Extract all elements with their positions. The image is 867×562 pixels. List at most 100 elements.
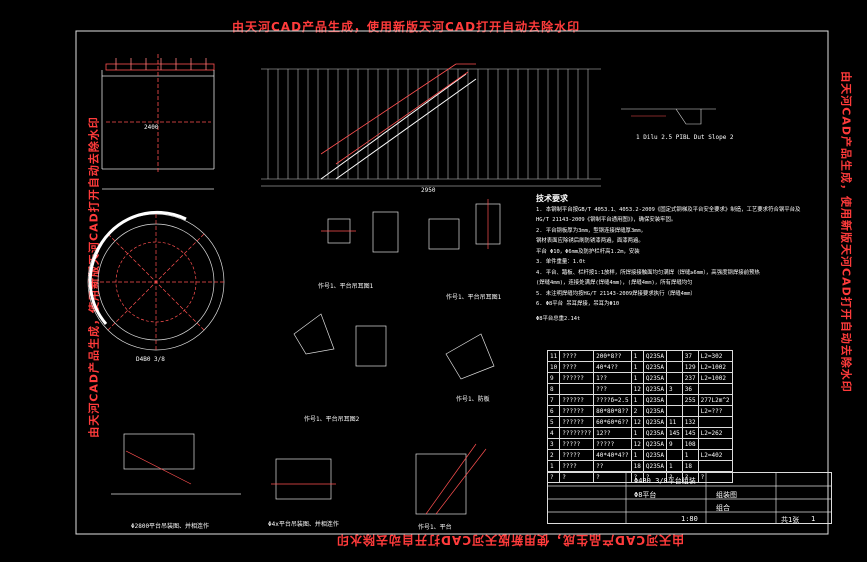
bom-cell bbox=[697, 438, 733, 450]
bom-cell: 108 bbox=[681, 438, 699, 450]
bom-cell bbox=[665, 361, 683, 373]
railing-front-view bbox=[101, 54, 215, 190]
bom-cell: 9 bbox=[546, 372, 561, 384]
bom-cell: 1 bbox=[630, 350, 644, 362]
bom-cell bbox=[559, 383, 595, 395]
tech-line: HG/T 21143-2009《钢制平台通用图》》，确保安装牢固。 bbox=[536, 217, 677, 223]
bom-cell: 11 bbox=[546, 350, 561, 362]
tech-line: 1. 本钢制平台按GB/T 4053.1、4053.2-2009《固定式钢梯及平… bbox=[536, 206, 801, 213]
tech-line: 2. 平台钢板厚为3mm，型钢连接焊缝厚3mm， bbox=[536, 227, 647, 234]
bom-cell: ????? bbox=[593, 438, 632, 450]
bom-cell: 1 bbox=[681, 449, 699, 461]
bom-cell: ????? bbox=[559, 438, 595, 450]
title-block bbox=[547, 472, 832, 524]
cad-drawing-frame: 由天河CAD产品生成，使用新版天河CAD打开自动去除水印 由天河CAD产品生成，… bbox=[36, 14, 853, 549]
bom-cell: ?? bbox=[593, 460, 632, 472]
stair-elevation-view bbox=[261, 63, 601, 187]
detail-label: 1 Dilu 2.5 PIBL Dut Slope 2 bbox=[636, 134, 734, 141]
sheet-count: 共1张 bbox=[781, 516, 800, 524]
bom-cell: ???? bbox=[559, 361, 595, 373]
tech-line: 6. Φ8平台 吊耳焊接，吊耳为Φ10 bbox=[536, 301, 620, 307]
bom-cell: ????δ=2.5 bbox=[593, 394, 632, 406]
bom-cell: 1 bbox=[665, 460, 683, 472]
bom-cell: 60*60*6?? bbox=[593, 416, 632, 428]
view-f-label: Φ4x平台吊装图、并相连作 bbox=[268, 521, 339, 528]
bom-cell: Q235A bbox=[642, 449, 667, 461]
bom-cell: L2=1002 bbox=[697, 372, 733, 384]
bom-cell: ?????? bbox=[559, 405, 595, 417]
bottom-assembly-views bbox=[111, 433, 487, 515]
bom-cell: Q235A bbox=[642, 350, 667, 362]
bom-row: ???????? bbox=[546, 471, 733, 483]
bom-cell: ????? bbox=[559, 449, 595, 461]
drain-detail-view bbox=[621, 108, 716, 125]
circular-platform-plan bbox=[87, 210, 225, 351]
bom-cell: L2=??? bbox=[697, 405, 733, 417]
bom-cell: L2=402 bbox=[697, 449, 733, 461]
bom-cell: 6 bbox=[546, 405, 561, 417]
bom-cell: 7 bbox=[546, 394, 561, 406]
bom-cell bbox=[665, 350, 683, 362]
bom-cell: L2=1002 bbox=[697, 361, 733, 373]
bom-cell: 1 bbox=[630, 372, 644, 384]
bom-cell: 200*8?? bbox=[593, 350, 632, 362]
company-name: 组装图 bbox=[716, 491, 737, 499]
bom-cell: 1 bbox=[630, 427, 644, 439]
bom-cell: 277L2m^2 bbox=[697, 394, 733, 406]
bom-cell: 80*80*8?? bbox=[593, 405, 632, 417]
circle-view-label: D4B0 3/8 bbox=[136, 356, 165, 363]
bom-cell bbox=[665, 372, 683, 384]
bom-cell: 237 bbox=[681, 372, 699, 384]
bom-cell: 2 bbox=[630, 405, 644, 417]
tech-line: 3. 单件重量：1.0t bbox=[536, 259, 586, 265]
bom-cell: 12 bbox=[630, 438, 644, 450]
cad-drawing-canvas[interactable] bbox=[36, 14, 839, 549]
bom-cell: 1 bbox=[630, 394, 644, 406]
bom-cell: 5 bbox=[546, 416, 561, 428]
bom-cell: Q235A bbox=[642, 438, 667, 450]
drawing-code: 组合 bbox=[716, 504, 730, 512]
bom-cell bbox=[665, 449, 683, 461]
sheet-number: 1 bbox=[811, 515, 816, 523]
bom-cell: 1 bbox=[546, 460, 561, 472]
view-a-label: 作号1、平台吊耳图1 bbox=[318, 283, 374, 290]
bom-cell: Q235A bbox=[642, 405, 667, 417]
bom-cell: 37 bbox=[681, 350, 699, 362]
tech-line: 4. 平台、踏板、栏杆按1:1放样，所焊接接触面均匀满焊（焊缝≥6mm），高强度… bbox=[536, 269, 760, 276]
bom-cell: 40*40*4?? bbox=[593, 449, 632, 461]
bom-cell: 145 bbox=[681, 427, 699, 439]
dim-top: 2400 bbox=[144, 124, 159, 131]
view-g-label: 作号1、平台 bbox=[418, 524, 452, 531]
bom-cell: 10 bbox=[546, 361, 561, 373]
bom-cell: ?????? bbox=[559, 416, 595, 428]
bom-cell: 12 bbox=[630, 383, 644, 395]
bom-cell: ??? bbox=[593, 383, 632, 395]
view-d-label: 作号1、防板 bbox=[456, 396, 490, 403]
tech-footer: Φ8平台总重2.14t bbox=[536, 315, 581, 322]
tech-line: 5. 未注明焊缝均按HG/T 21143-2009焊接要求执行（焊缝4mm） bbox=[536, 290, 696, 297]
drawing-scale: 1:80 bbox=[681, 515, 698, 523]
bom-cell: 12 bbox=[630, 416, 644, 428]
bom-cell: 1 bbox=[630, 361, 644, 373]
bom-cell: ?????? bbox=[559, 394, 595, 406]
bom-cell: Q235A bbox=[642, 460, 667, 472]
tech-line: (焊缝4mm)，连接处满焊(焊缝4mm)，(焊缝4mm)，所有焊缝均匀 bbox=[536, 280, 693, 286]
bom-cell: 145 bbox=[665, 427, 683, 439]
bom-cell: Q235A bbox=[642, 394, 667, 406]
dim-stair: 2950 bbox=[421, 187, 436, 194]
bom-cell bbox=[697, 383, 733, 395]
bom-cell: 11 bbox=[665, 416, 683, 428]
bom-cell: 8 bbox=[546, 383, 561, 395]
bom-cell: ???? bbox=[559, 350, 595, 362]
bom-cell: ?????? bbox=[559, 372, 595, 384]
bom-cell: 129 bbox=[681, 361, 699, 373]
tech-line: 钢材表面应除锈后刷防锈漆两遍，面漆两遍。 bbox=[536, 238, 644, 244]
view-b-label: 作号1、平台吊耳图1 bbox=[446, 294, 502, 301]
view-c-label: 作号1、平台吊耳图2 bbox=[304, 416, 360, 423]
